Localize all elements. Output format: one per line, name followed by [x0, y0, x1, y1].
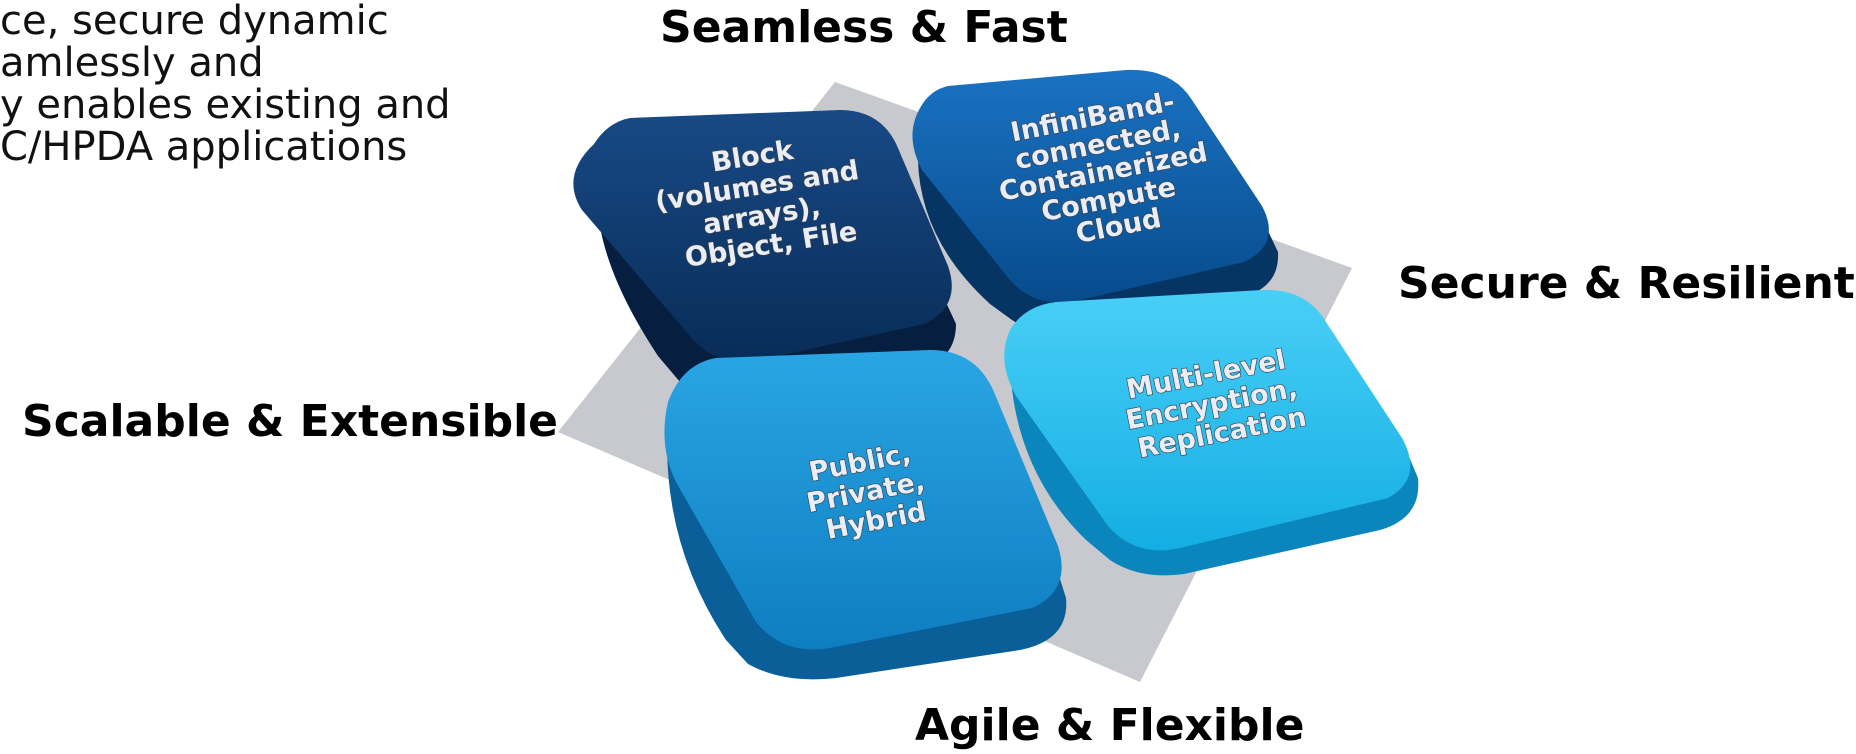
intro-line: y enables existing and: [0, 82, 451, 128]
intro-line: ce, secure dynamic: [0, 0, 389, 44]
intro-text: ce, secure dynamic amlessly and y enable…: [0, 0, 520, 168]
tile-top-right-face: [912, 69, 1269, 303]
tile-top-left-face: [573, 110, 952, 362]
tile-top-right: InfiniBand- connected, Containerized Com…: [912, 69, 1279, 334]
tile-bottom-right: Multi-level Encryption, Replication: [1004, 289, 1419, 576]
svg-text:Block (volumes and: Block (volumes and arrays), Object, File: [648, 124, 879, 277]
tile-bottom-left-face: [664, 350, 1062, 650]
intro-line: amlessly and: [0, 40, 264, 86]
tile-bottom-left: Public, Private, Hybrid: [664, 350, 1067, 680]
svg-text:Multi-level Encryption,: Multi-level Encryption, Replication: [1118, 341, 1316, 465]
label-secure-resilient: Secure & Resilient: [1398, 258, 1855, 309]
intro-line: C/HPDA applications: [0, 124, 408, 170]
tile-bottom-right-face: [1004, 289, 1411, 551]
tile-top-left: Block (volumes and arrays), Object, File: [573, 110, 956, 396]
label-seamless-fast: Seamless & Fast: [660, 2, 1068, 53]
label-scalable-extensible: Scalable & Extensible: [22, 396, 558, 447]
label-agile-flexible: Agile & Flexible: [915, 700, 1305, 751]
